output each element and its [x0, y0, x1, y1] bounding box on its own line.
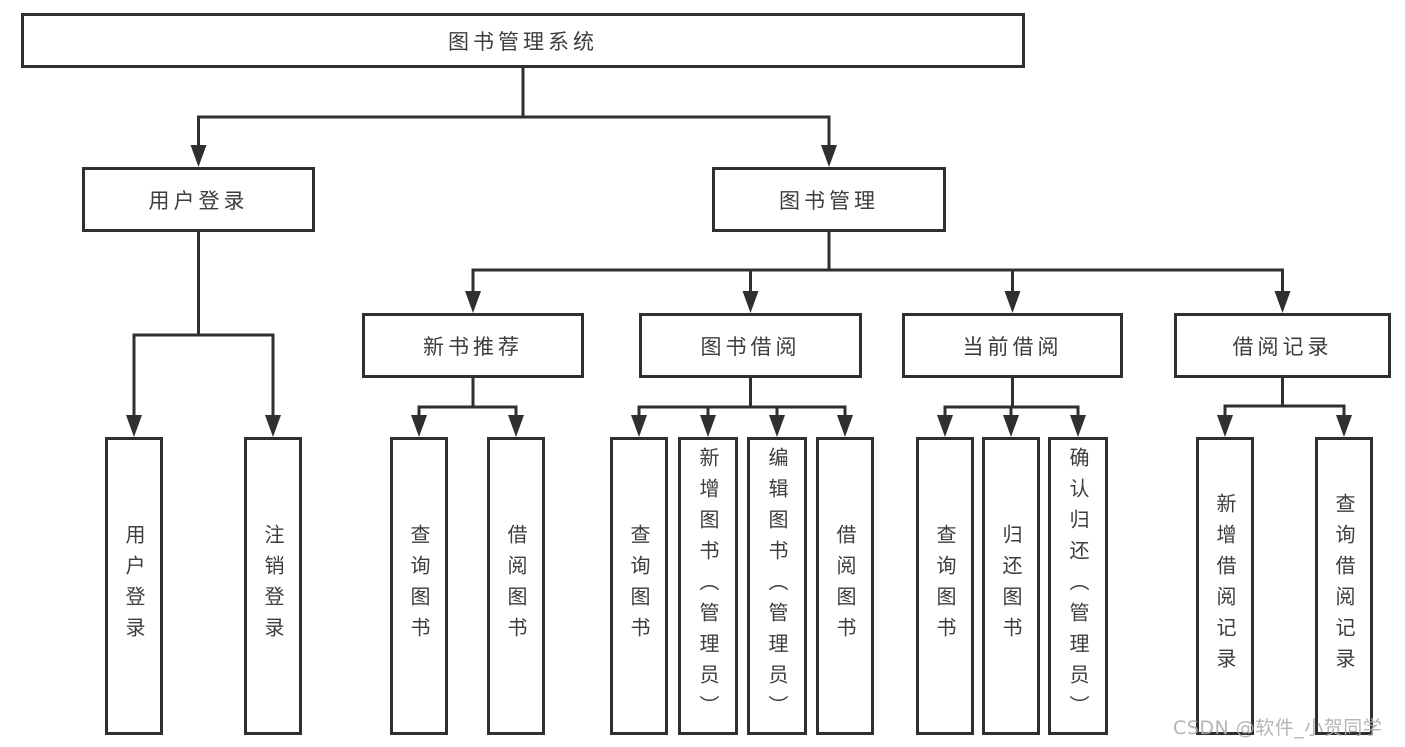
- node-label: 查询图书: [407, 524, 431, 648]
- leaf-bb-query-book: 查询图书: [610, 437, 668, 735]
- node-label: 新增图书（管理员）: [696, 446, 720, 726]
- node-label: 图书管理系统: [448, 29, 598, 54]
- leaf-br-add-record: 新增借阅记录: [1196, 437, 1254, 735]
- node-label: 新书推荐: [423, 334, 523, 359]
- node-user-login: 用户登录: [82, 167, 315, 232]
- node-book-borrowing: 图书借阅: [639, 313, 862, 378]
- leaf-user-login: 用户登录: [105, 437, 163, 735]
- node-label: 当前借阅: [962, 334, 1063, 359]
- node-label: 借阅图书: [504, 524, 528, 648]
- node-label: 借阅图书: [833, 524, 857, 648]
- node-label: 查询图书: [933, 524, 957, 648]
- leaf-nr-query-book: 查询图书: [390, 437, 448, 735]
- leaf-bb-edit-book-admin: 编辑图书（管理员）: [747, 437, 807, 735]
- leaf-bb-add-book-admin: 新增图书（管理员）: [678, 437, 738, 735]
- node-label: 新增借阅记录: [1213, 493, 1237, 679]
- node-label: 用户登录: [122, 524, 146, 648]
- node-label: 确认归还（管理员）: [1066, 446, 1090, 726]
- node-new-book-recommend: 新书推荐: [362, 313, 584, 378]
- node-label: 用户登录: [148, 188, 249, 213]
- node-book-management: 图书管理: [712, 167, 946, 232]
- leaf-bb-borrow-book: 借阅图书: [816, 437, 874, 735]
- node-label: 借阅记录: [1232, 334, 1333, 359]
- leaf-cb-query-book: 查询图书: [916, 437, 974, 735]
- leaf-br-query-record: 查询借阅记录: [1315, 437, 1373, 735]
- node-label: 归还图书: [999, 524, 1023, 648]
- node-label: 查询图书: [627, 524, 651, 648]
- node-borrow-records: 借阅记录: [1174, 313, 1391, 378]
- node-label: 图书借阅: [700, 334, 801, 359]
- node-library-management-system: 图书管理系统: [21, 13, 1025, 68]
- leaf-logout: 注销登录: [244, 437, 302, 735]
- node-label: 注销登录: [261, 524, 285, 648]
- leaf-cb-confirm-return-admin: 确认归还（管理员）: [1048, 437, 1108, 735]
- node-label: 查询借阅记录: [1332, 493, 1356, 679]
- leaf-cb-return-book: 归还图书: [982, 437, 1040, 735]
- node-label: 图书管理: [779, 188, 879, 213]
- node-label: 编辑图书（管理员）: [765, 446, 789, 726]
- leaf-nr-borrow-book: 借阅图书: [487, 437, 545, 735]
- node-current-borrowing: 当前借阅: [902, 313, 1123, 378]
- csdn-watermark: CSDN @软件_小贺同学: [1173, 717, 1383, 739]
